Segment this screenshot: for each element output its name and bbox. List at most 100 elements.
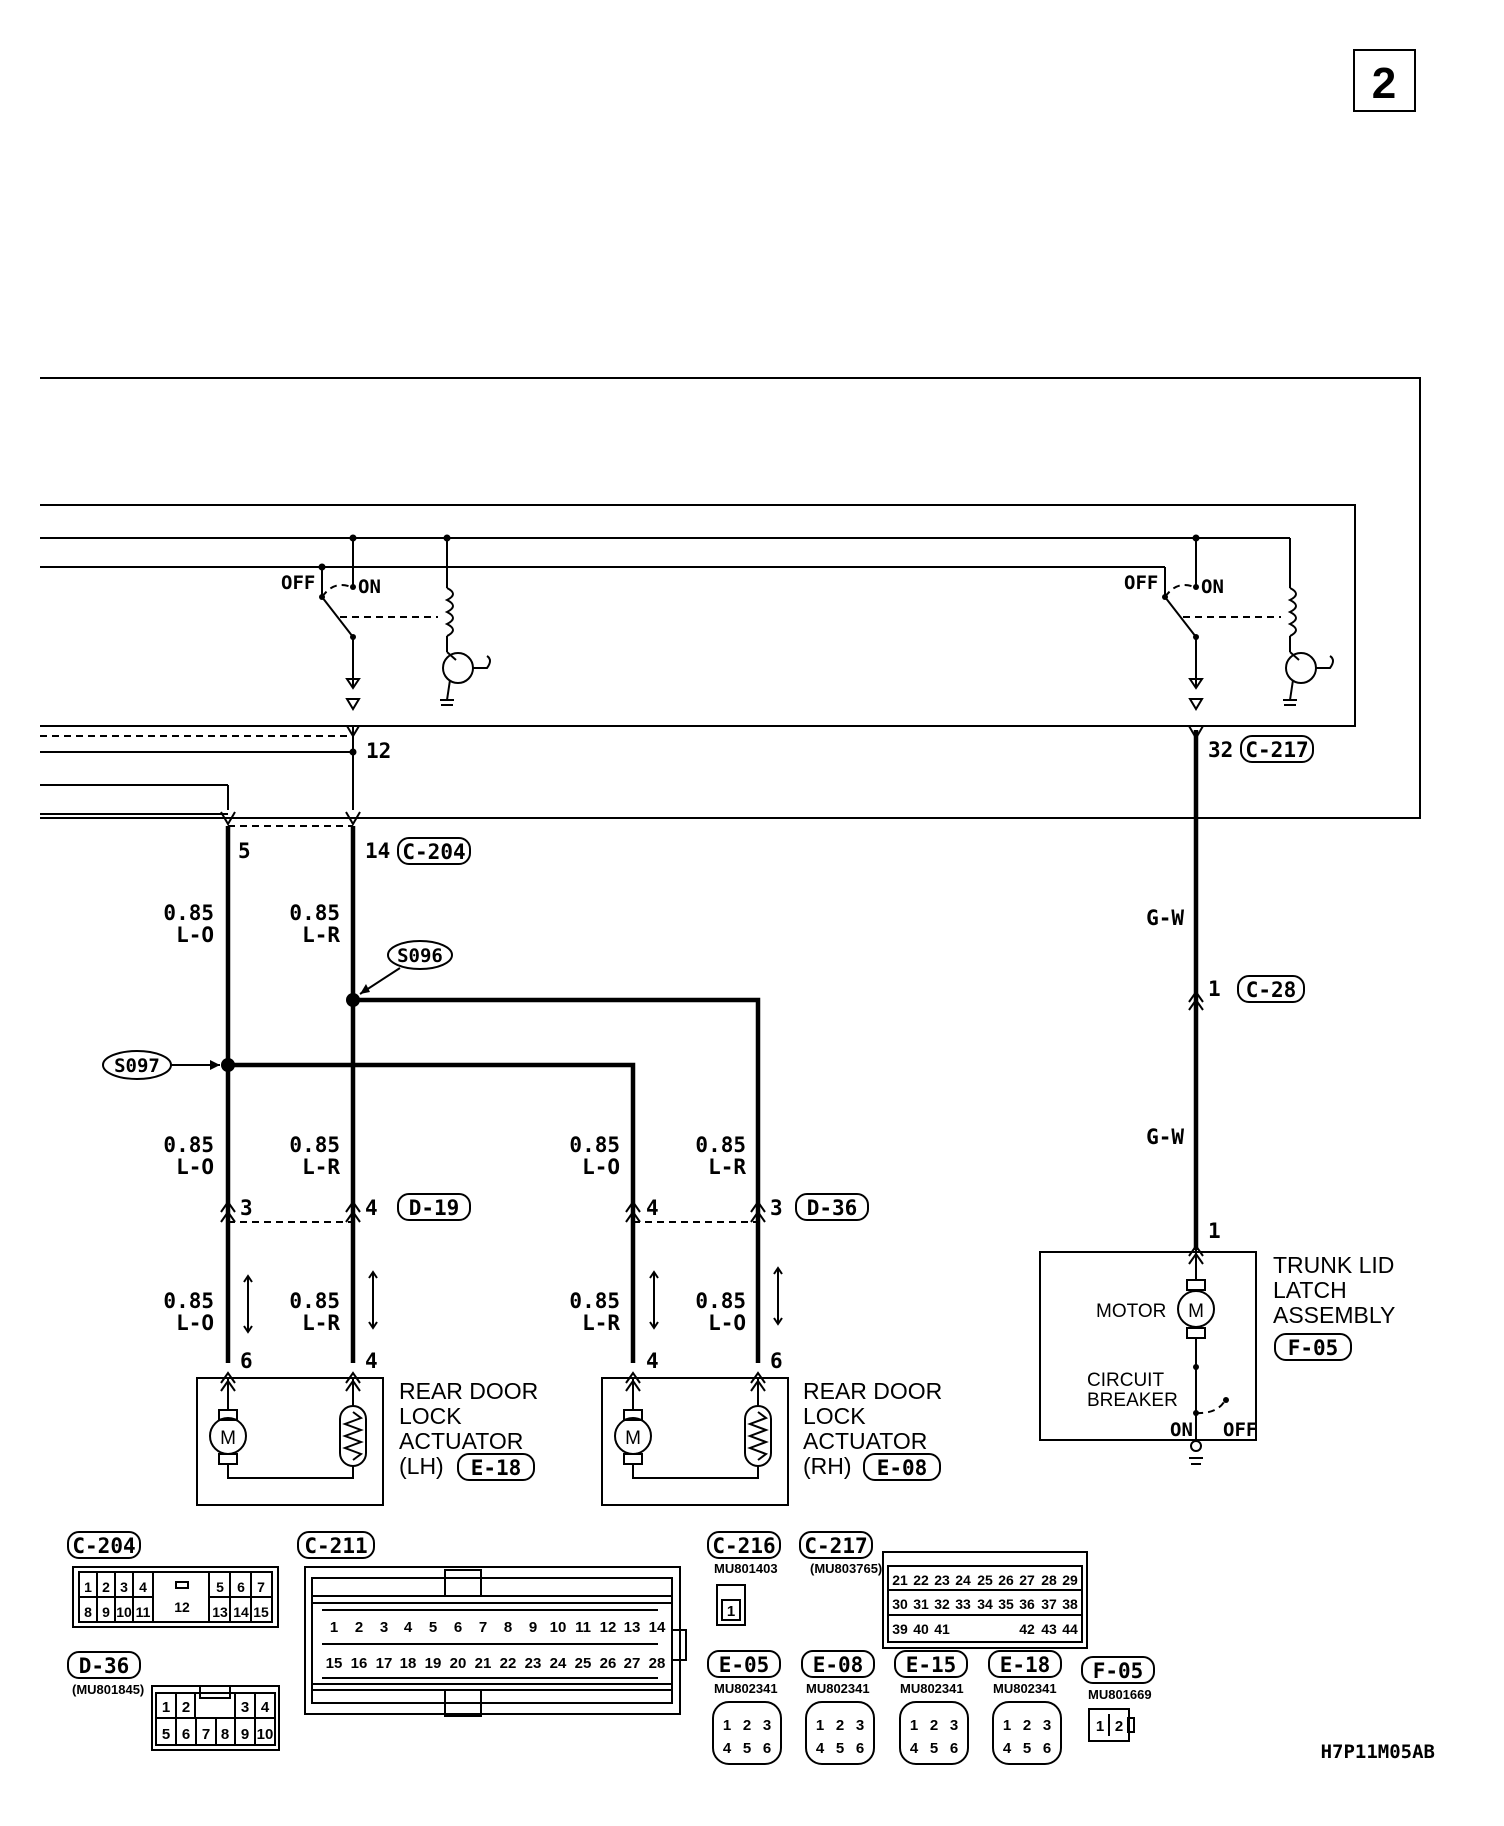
svg-text:L-R: L-R (302, 1155, 340, 1179)
double-arrow-icons (243, 1266, 783, 1334)
svg-text:1: 1 (84, 1579, 92, 1595)
svg-text:1: 1 (910, 1717, 918, 1734)
lh-pin-6: 6 (240, 1349, 253, 1373)
svg-text:44: 44 (1062, 1621, 1078, 1637)
svg-text:5: 5 (836, 1740, 844, 1757)
svg-text:3: 3 (120, 1579, 128, 1595)
svg-text:29: 29 (1062, 1572, 1078, 1588)
svg-text:22: 22 (913, 1572, 929, 1588)
svg-text:15: 15 (326, 1655, 343, 1672)
svg-text:24: 24 (550, 1655, 567, 1672)
connector-face-c217: C-217 (MU803765) 21 22 23 24 25 26 27 28… (799, 1531, 1088, 1649)
wire-label-lr-mid-right: 0.85 L-R (695, 1133, 746, 1179)
svg-text:16: 16 (351, 1655, 368, 1672)
svg-text:BREAKER: BREAKER (1087, 1390, 1178, 1411)
svg-text:S096: S096 (397, 945, 443, 967)
svg-text:2: 2 (1372, 59, 1396, 108)
svg-text:MOTOR: MOTOR (1096, 1301, 1166, 1322)
svg-text:9: 9 (102, 1604, 110, 1620)
connector-tag-c217: C-217 (1240, 735, 1314, 763)
svg-text:D-19: D-19 (409, 1196, 460, 1220)
svg-text:MU801669: MU801669 (1088, 1687, 1152, 1702)
svg-text:0.85: 0.85 (289, 1133, 340, 1157)
svg-text:ACTUATOR: ACTUATOR (803, 1428, 927, 1454)
svg-text:1: 1 (330, 1619, 338, 1636)
lh-actuator-label: REAR DOOR LOCK ACTUATOR (LH) E-18 (399, 1378, 538, 1481)
connector-face-c216: C-216 MU801403 1 (707, 1531, 781, 1626)
svg-text:L-O: L-O (176, 1311, 214, 1335)
svg-text:3: 3 (770, 1196, 783, 1220)
switch-on-label-right: ON (1201, 576, 1224, 598)
rh-actuator-label: REAR DOOR LOCK ACTUATOR (RH) E-08 (803, 1378, 942, 1481)
svg-text:L-R: L-R (302, 1311, 340, 1335)
svg-text:36: 36 (1019, 1596, 1035, 1612)
svg-text:MU802341: MU802341 (900, 1681, 964, 1696)
svg-text:REAR DOOR: REAR DOOR (803, 1378, 942, 1404)
connector-face-d36: D-36 (MU801845) 1 2 3 4 5 6 7 8 9 10 (67, 1651, 280, 1751)
svg-text:3: 3 (950, 1717, 958, 1734)
svg-text:0.85: 0.85 (289, 901, 340, 925)
connector-face-e08: E-08 MU802341 1 2 3 4 5 6 (801, 1650, 875, 1765)
c217-pin-32: 32 (1208, 738, 1233, 762)
svg-text:3: 3 (856, 1717, 864, 1734)
svg-text:0.85: 0.85 (163, 1289, 214, 1313)
rh-pin-4: 4 (646, 1349, 659, 1373)
svg-text:LATCH: LATCH (1273, 1277, 1347, 1303)
svg-text:C-28: C-28 (1246, 978, 1297, 1002)
svg-text:21: 21 (892, 1572, 908, 1588)
svg-text:(LH): (LH) (399, 1453, 444, 1479)
svg-text:8: 8 (221, 1726, 229, 1743)
svg-text:L-R: L-R (582, 1311, 620, 1335)
svg-text:23: 23 (525, 1655, 542, 1672)
svg-text:2: 2 (743, 1717, 751, 1734)
svg-text:C-204: C-204 (402, 840, 465, 864)
svg-text:2: 2 (1115, 1718, 1123, 1735)
svg-text:E-05: E-05 (719, 1653, 770, 1677)
svg-text:4: 4 (910, 1740, 919, 1757)
svg-text:28: 28 (649, 1655, 666, 1672)
svg-text:43: 43 (1041, 1621, 1057, 1637)
svg-text:ACTUATOR: ACTUATOR (399, 1428, 523, 1454)
svg-text:6: 6 (182, 1726, 190, 1743)
wire-label-lo-top: 0.85 L-O (163, 901, 214, 947)
svg-text:1: 1 (1003, 1717, 1011, 1734)
svg-text:4: 4 (365, 1196, 378, 1220)
svg-text:34: 34 (977, 1596, 993, 1612)
svg-text:12: 12 (174, 1599, 190, 1615)
svg-text:22: 22 (500, 1655, 517, 1672)
c204-pin-5: 5 (238, 839, 251, 863)
svg-text:C-217: C-217 (804, 1534, 867, 1558)
lh-pin-4: 4 (365, 1349, 378, 1373)
svg-text:2: 2 (930, 1717, 938, 1734)
svg-text:LOCK: LOCK (399, 1403, 462, 1429)
svg-text:C-217: C-217 (1245, 738, 1308, 762)
svg-text:(MU801845): (MU801845) (72, 1682, 144, 1697)
svg-text:4: 4 (1003, 1740, 1012, 1757)
wire-label-lo-mid-right: 0.85 L-O (569, 1133, 620, 1179)
svg-text:19: 19 (425, 1655, 442, 1672)
svg-text:23: 23 (934, 1572, 950, 1588)
svg-text:10: 10 (550, 1619, 567, 1636)
svg-text:0.85: 0.85 (163, 1133, 214, 1157)
svg-text:ON: ON (1170, 1419, 1193, 1441)
svg-text:1: 1 (727, 1603, 735, 1620)
switch-off-label-right: OFF (1124, 572, 1158, 594)
connector-d36: 4 3 D-36 (625, 1193, 869, 1223)
svg-text:20: 20 (450, 1655, 467, 1672)
svg-text:1: 1 (816, 1717, 824, 1734)
svg-text:1: 1 (1096, 1718, 1104, 1735)
svg-text:27: 27 (1019, 1572, 1035, 1588)
svg-text:28: 28 (1041, 1572, 1057, 1588)
trunk-pin-1: 1 (1208, 1219, 1221, 1243)
svg-text:15: 15 (253, 1604, 269, 1620)
svg-text:5: 5 (930, 1740, 938, 1757)
svg-text:12: 12 (600, 1619, 617, 1636)
svg-text:40: 40 (913, 1621, 929, 1637)
svg-text:6: 6 (1043, 1740, 1051, 1757)
connector-c28: 1 C-28 (1188, 975, 1305, 1011)
svg-text:3: 3 (240, 1196, 253, 1220)
svg-text:3: 3 (1043, 1717, 1051, 1734)
svg-text:E-08: E-08 (877, 1456, 928, 1480)
svg-text:14: 14 (233, 1604, 249, 1620)
